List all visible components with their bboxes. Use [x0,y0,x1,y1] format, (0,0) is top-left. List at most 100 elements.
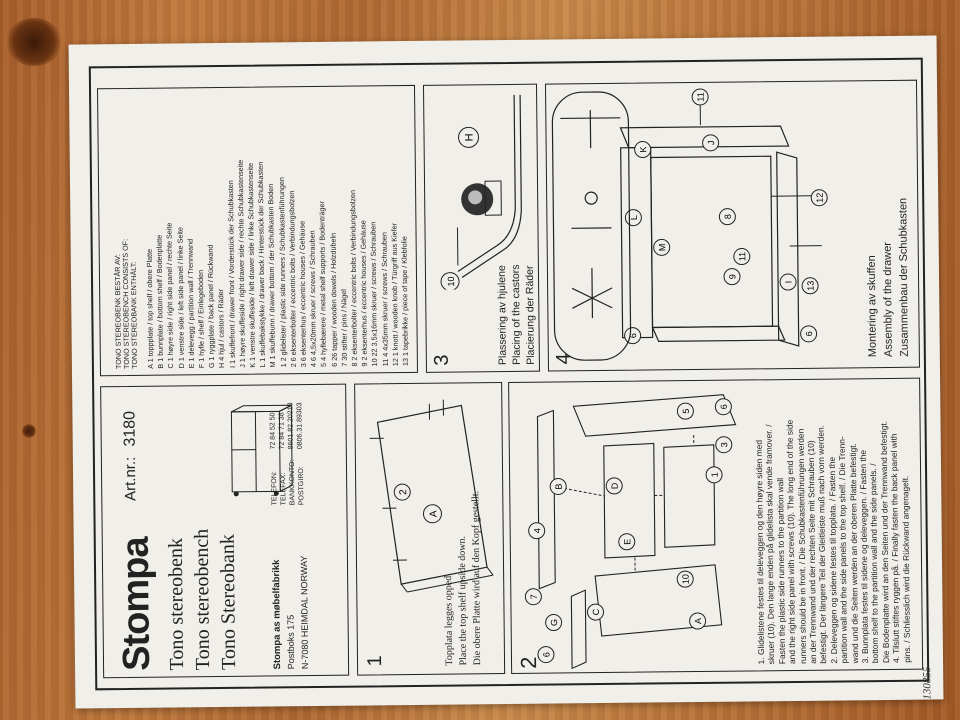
callout-circle [705,466,723,484]
callout-label: J [706,141,716,146]
step-1-number: 1 [363,655,387,667]
step-4-text-de: Zusammenbau der Schubkasten [897,197,911,357]
callout-circle [801,277,819,295]
step-3-text-en: Placing of the castors [509,264,523,365]
company-line-3: N-7080 HEIMDAL NORWAY [298,555,311,670]
contact-label: TELEFAX: [280,472,288,506]
article-label-text: Art.nr.: [121,456,140,502]
parts-list-item: F 1 hylle / shelf / Einlegeboden [195,269,206,369]
step-1-diagram: A 2 [369,399,494,593]
callout-label: K [638,146,648,152]
callout-circle [676,402,694,420]
callout-label: 7 [529,594,539,599]
parts-list-panel: TONO STEREOBENK BESTÅR AV: TONO STEREOBE… [97,84,419,377]
callout-label: G [549,619,559,626]
callout-circle [800,325,818,343]
callout-circle [545,614,563,632]
contact-label: POSTGIRO: [297,466,306,506]
callout-label: E [622,539,632,545]
sheet-frame: Stompa Art.nr.: 3180 Tono stereobenk Ton… [88,57,930,691]
callout-circle [714,398,732,416]
parts-list: A 1 toppplate / top shelf / obere Platte… [98,86,414,369]
step-3-label-10: 10 [446,277,456,287]
step-2-instruction-line: pins. / Schliesslich wird die Rückwand a… [899,475,912,663]
step-1-panel: A 2 1 Topplata legges opped. Place the t… [354,382,506,676]
step-1-text-de: Die obere Platte wird auf den Kopf geste… [470,490,484,666]
product-name-no: Tono stereobenk [164,537,189,671]
wood-knot [6,18,62,66]
callout-label: C [591,608,601,615]
callout-label: L [629,215,639,220]
callout-label: 6 [541,652,551,657]
title-panel: Stompa Art.nr.: 3180 Tono stereobenk Ton… [100,383,350,679]
step-4-detail-inset [551,91,632,361]
product-name-en: Tono stereobench [190,528,215,671]
article-number: 3180 [121,410,139,447]
step-3-diagram: H 10 [440,94,522,290]
callout-label: B [554,483,564,489]
parts-list-item: 10 22 3,5x16mm skruer / screws / Schraub… [368,221,380,367]
callout-label: 1 [710,472,720,477]
callout-label: 8 [723,214,733,219]
step-2-instruction-line: 4. Tilslutt stiftes ryggen på. / Finally… [888,433,902,663]
callout-label: 6 [804,331,814,336]
parts-heading-de: TONO STEREOBANK ENTHÄLT: [128,261,139,369]
contact-labels: BANKKONTO: [288,459,297,505]
step-4-number: 4 [552,353,575,365]
callout-label: 12 [815,193,825,203]
callout-label: 3 [719,442,729,447]
callout-circle [691,88,709,106]
contact-labels: POSTGIRO: [297,466,306,505]
callout-circle [634,141,652,159]
handwritten-note: 130855 [921,666,934,700]
step-2-instructions: 1. Glidelistene festes til deleveggen og… [509,379,919,665]
callout-circle [715,436,733,454]
callout-circle [676,570,694,588]
contact-labels: TELEFON: [270,471,279,505]
callout-circle [524,588,542,606]
callout-label: 9 [727,274,737,279]
step-1-text-no: Topplata legges opped. [443,573,456,666]
parts-list-item: H 4 hjul / castors / Räder [216,288,227,369]
callout-circle [605,477,623,495]
parts-list-item: 11 4 4x35mm skruer / screws / Schrauben [379,232,390,367]
instruction-sheet: Stompa Art.nr.: 3180 Tono stereobenk Ton… [68,35,944,709]
parts-list-item: 2 6 eksenterbolter / eccentric bolts / V… [286,190,298,368]
step-2-instruction-line: skruer (10). Den lange enden på glidelis… [763,424,777,665]
callout-label: I [784,281,794,284]
callout-circle [723,268,741,286]
callout-circle [549,477,567,495]
brand-logo: Stompa [114,537,159,672]
parts-list-item: 6 26 tapper / wooden dowels / Holzdübeln [328,232,339,367]
parts-list-item: 7 30 stifter / pins / Nägel [338,289,349,367]
step-4-text-no: Montering av skuffen [865,255,879,358]
callout-circle [718,208,736,226]
callout-circle [653,238,671,256]
callout-label: 5 [681,409,691,414]
step-3-number: 3 [430,354,453,366]
parts-list-item: C 1 høyre side / right side panel / rech… [164,222,176,369]
step-3-label-h: H [463,133,475,141]
step-3-text-no: Plassering av hjulene [495,265,509,366]
contact-label: TELEFON: [271,471,279,506]
contact-value: 72 84 52 50 [269,412,277,450]
callout-label: M [657,244,667,252]
callout-circle [702,134,720,152]
callout-circle [810,189,828,207]
callout-circle [618,533,636,551]
callout-circle [528,522,546,540]
product-name-de: Tono Stereobank [216,534,241,671]
callout-circle [733,248,751,266]
parts-list-item: 8 2 eksenterbolter / eccentric bolts / V… [348,189,359,367]
parts-list-item: 12 1 knott / wooden knob / Türgriff aus … [389,222,400,367]
callout-label: 11 [696,92,706,101]
callout-circle [689,612,707,630]
callout-label: 6 [719,404,729,409]
step-1-label-a: A [428,510,439,517]
step-4-text-en: Assembly of the drawer [881,241,895,358]
contact-value: 72 84 71 38 [278,412,286,450]
callout-label: 13 [806,281,816,291]
